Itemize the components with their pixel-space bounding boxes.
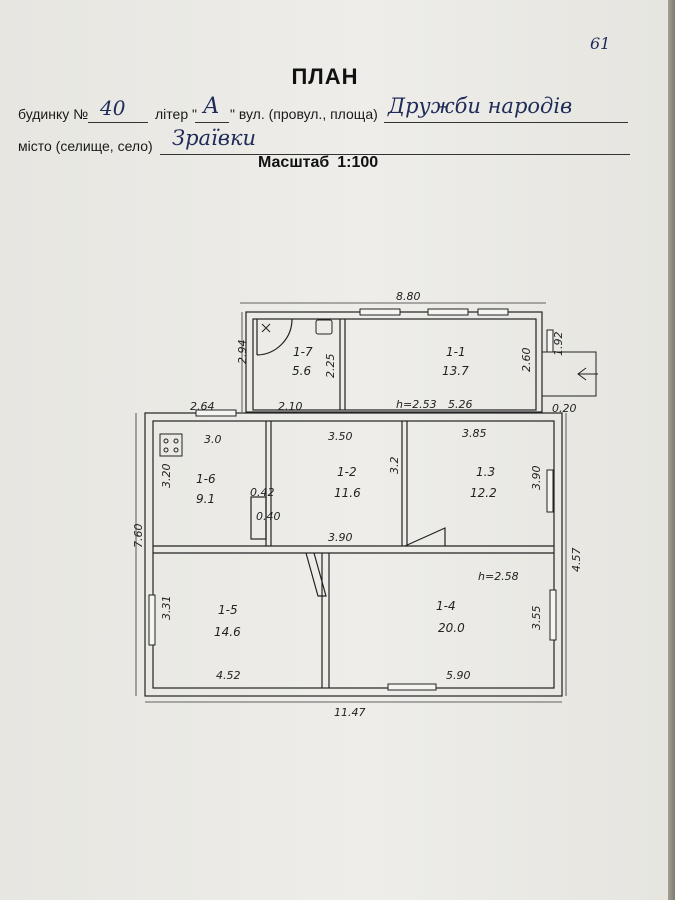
- window: [195, 409, 237, 417]
- dim-room16-width: 3.0: [204, 433, 222, 446]
- window: [477, 308, 509, 316]
- upper-block-inner: [252, 318, 537, 411]
- room-area: 5.6: [292, 364, 311, 378]
- page-number: 61: [590, 34, 611, 53]
- dim-width-1-1: 5.26: [448, 398, 473, 411]
- window: [148, 594, 156, 646]
- room-number: 1-2: [337, 465, 357, 479]
- dim-corridor: 2.25: [324, 354, 337, 379]
- scale-text: Масштаб: [258, 154, 330, 171]
- stair-mark-2: [404, 527, 446, 547]
- dim-room12-width: 3.50: [328, 430, 353, 443]
- house-label: будинку №: [18, 106, 89, 122]
- window: [549, 589, 557, 641]
- room-area: 11.6: [334, 486, 361, 500]
- scale-label: Масштаб 1:100: [258, 154, 378, 172]
- stove-icon: [159, 433, 183, 457]
- dim-room15-width: 4.52: [216, 669, 241, 682]
- room-number: 1-1: [446, 345, 466, 359]
- dim-height-2: h=2.58: [478, 570, 519, 583]
- city-value: Зраївки: [172, 126, 257, 150]
- lower-block-inner: [152, 420, 555, 689]
- dim-room16-height: 3.20: [160, 464, 173, 489]
- city-label: місто (селище, село): [18, 138, 153, 154]
- closet: [250, 496, 267, 540]
- scale-value: 1:100: [337, 154, 379, 171]
- dim-room12-bottom: 3.90: [328, 531, 353, 544]
- dim-small-1: 0.42: [250, 486, 275, 499]
- room-area: 20.0: [438, 621, 465, 635]
- room-number: 1-5: [218, 603, 238, 617]
- letter-line: [195, 122, 229, 123]
- room-number: 1-6: [196, 472, 216, 486]
- sheet-edge: [668, 0, 675, 900]
- room-number: 1.3: [476, 465, 495, 479]
- street-value: Дружби народів: [388, 94, 573, 118]
- lower-block-outline: [144, 412, 563, 697]
- dim-right-upper: 2.60: [520, 348, 533, 373]
- house-number-line: [88, 122, 148, 123]
- window: [359, 308, 401, 316]
- letter-value: А: [203, 94, 220, 119]
- dim-mid-width: 2.10: [278, 400, 303, 413]
- door-swing: [256, 318, 293, 356]
- cross-mark: [261, 323, 271, 333]
- dim-left-upper: 2.94: [236, 340, 249, 365]
- upper-block-outline: [245, 311, 543, 413]
- room-area: 9.1: [196, 492, 215, 506]
- dim-step-width: 0.20: [552, 402, 577, 415]
- dim-top-left: 2.64: [190, 400, 215, 413]
- dim-left-total: 7.60: [132, 524, 145, 549]
- dim-right-step: 1.92: [552, 332, 565, 357]
- dim-room15-height: 3.31: [160, 596, 173, 621]
- window: [427, 308, 469, 316]
- dim-room14-width: 5.90: [446, 669, 471, 682]
- dim-room13-height: 3.90: [530, 466, 543, 491]
- entrance-arrow-icon: [577, 367, 598, 381]
- dim-room12-height: 3.2: [388, 457, 401, 475]
- window: [387, 683, 437, 691]
- street-line: [384, 122, 628, 123]
- dim-room14-height: 3.55: [530, 606, 543, 631]
- house-number: 40: [100, 96, 126, 120]
- room-area: 13.7: [442, 364, 469, 378]
- dim-room13-width: 3.85: [462, 427, 487, 440]
- sink-icon: [315, 319, 333, 335]
- city-line: [160, 154, 630, 155]
- room-area: 14.6: [214, 625, 241, 639]
- letter-label: літер ": [155, 106, 197, 122]
- dim-bottom-total: 11.47: [334, 706, 366, 719]
- dim-top-total: 8.80: [396, 290, 421, 303]
- room-area: 12.2: [470, 486, 497, 500]
- stair-mark: [305, 552, 327, 597]
- page-title: ПЛАН: [291, 64, 359, 89]
- dim-small-2: 0.40: [256, 510, 281, 523]
- dim-right-lower: 4.57: [570, 548, 583, 573]
- room-number: 1-4: [436, 599, 456, 613]
- street-label: " вул. (провул., площа): [230, 106, 378, 122]
- window: [546, 469, 554, 513]
- room-number: 1-7: [293, 345, 313, 359]
- dim-height-1: h=2.53: [396, 398, 437, 411]
